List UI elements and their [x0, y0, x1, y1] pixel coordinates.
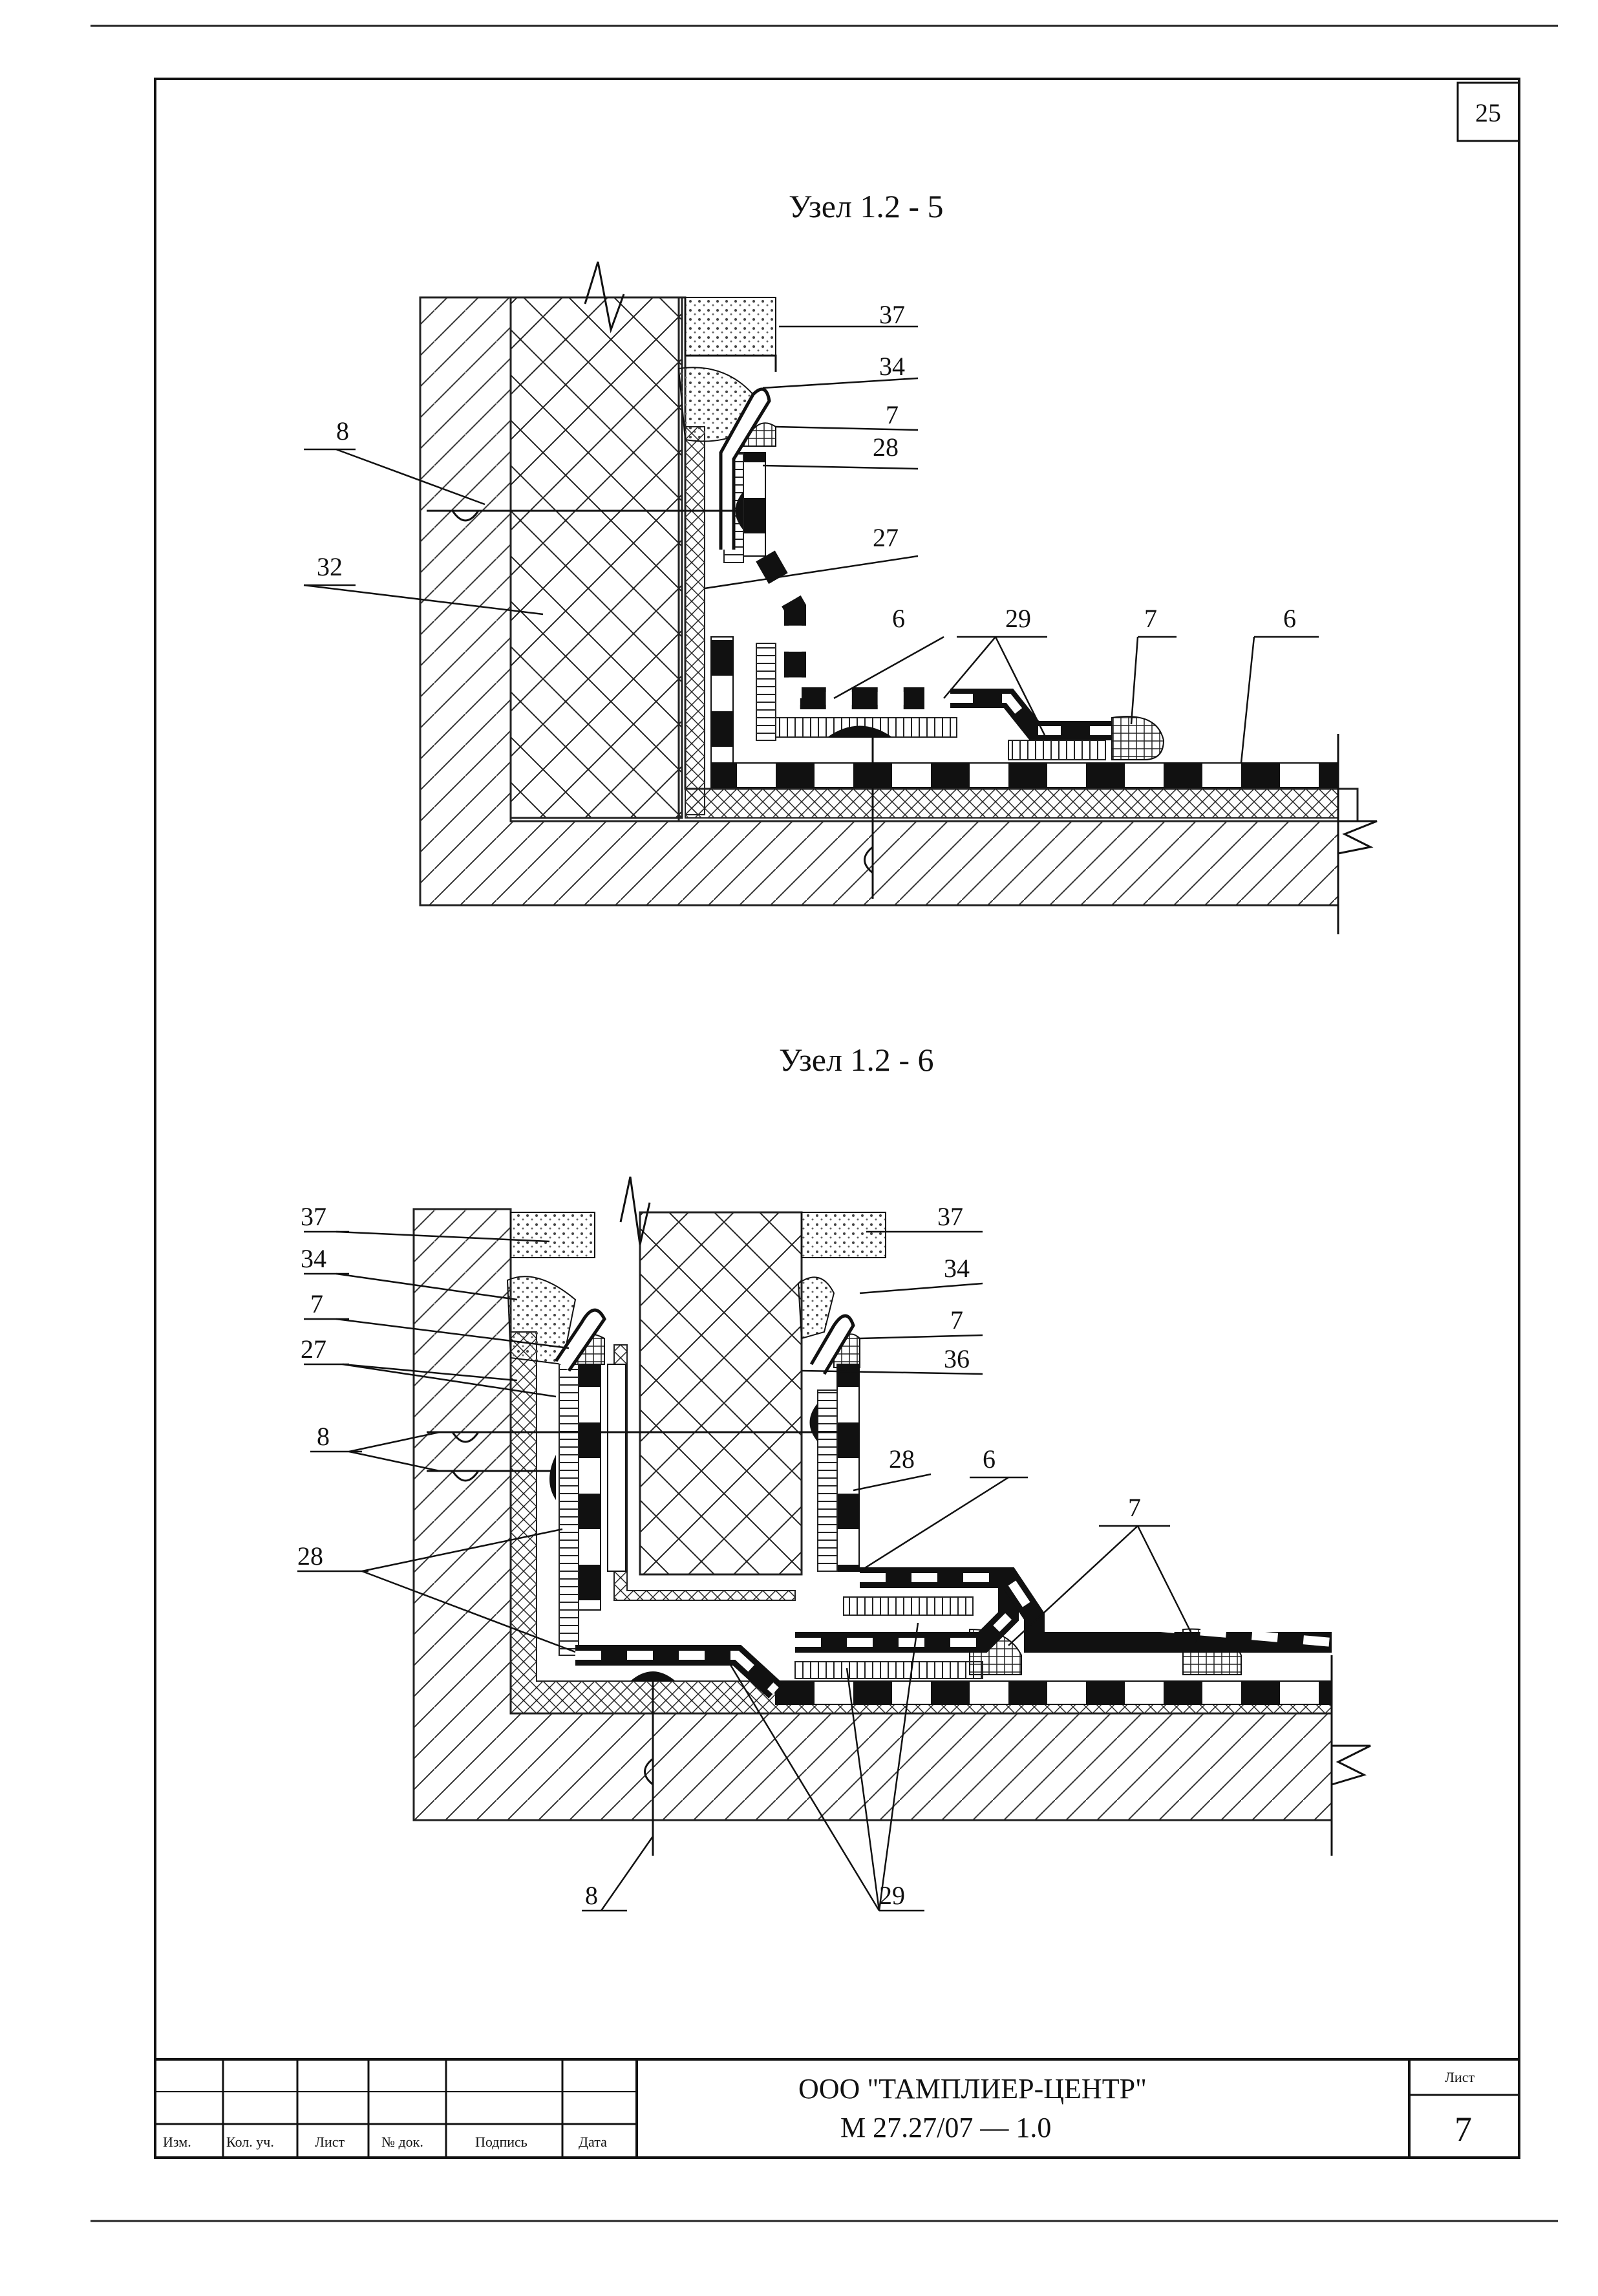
- callout-a-27: 27: [873, 523, 899, 552]
- callout-b-7-left: 7: [310, 1289, 323, 1318]
- sheet-number: 25: [1475, 98, 1501, 127]
- sheet-label: Лист: [1445, 2069, 1475, 2085]
- document-code: М 27.27/07 — 1.0: [840, 2112, 1052, 2143]
- callout-b-36: 36: [944, 1344, 970, 1373]
- callout-b-37-right: 37: [937, 1202, 963, 1231]
- col-signature: Подпись: [475, 2134, 527, 2150]
- callout-b-28-left: 28: [297, 1541, 323, 1571]
- callout-b-34-right: 34: [944, 1254, 970, 1283]
- insulation-block-a: [509, 296, 683, 819]
- callout-b-6: 6: [983, 1444, 996, 1474]
- callout-b-8-bottom: 8: [585, 1881, 598, 1910]
- callout-b-28-right: 28: [889, 1444, 915, 1474]
- col-doc-no: № док.: [381, 2134, 423, 2150]
- callout-b-37-left: 37: [301, 1202, 326, 1231]
- callout-a-37: 37: [879, 300, 905, 329]
- insulation-block-b: [639, 1211, 803, 1576]
- membrane-6-floor-b: [775, 1680, 1332, 1705]
- node-a-title: Узел 1.2 - 5: [789, 188, 944, 224]
- col-date: Дата: [579, 2134, 607, 2150]
- company-name: ООО "ТАМПЛИЕР-ЦЕНТР": [798, 2073, 1147, 2105]
- callout-a-8: 8: [336, 416, 349, 445]
- col-izm: Изм.: [163, 2134, 191, 2150]
- callout-a-6: 6: [892, 604, 905, 633]
- drawing-frame: [154, 78, 1520, 2159]
- sealant-7-a: [1111, 716, 1165, 760]
- col-kol-uch: Кол. уч.: [226, 2134, 274, 2150]
- cap-37-b-right: [801, 1212, 886, 1258]
- callout-a-34: 34: [879, 352, 905, 381]
- col-list: Лист: [315, 2134, 345, 2150]
- cap-37-a: [685, 297, 776, 356]
- callout-b-7-right: 7: [950, 1305, 963, 1335]
- node-a-drawing: 37 34 7 28 8 32 27 6 29 7 6: [303, 261, 1378, 934]
- callout-a-7: 7: [886, 400, 899, 429]
- title-block: [154, 2058, 1520, 2159]
- callout-a-7b: 7: [1144, 604, 1157, 633]
- callout-b-27: 27: [301, 1335, 326, 1364]
- callout-a-28: 28: [873, 433, 899, 462]
- sheet-number-box: [1456, 81, 1520, 142]
- membrane-6-floor-a: [710, 762, 1339, 788]
- callout-b-8-left: 8: [317, 1422, 330, 1451]
- callout-a-6b: 6: [1283, 604, 1296, 633]
- node-b-title: Узел 1.2 - 6: [779, 1042, 934, 1078]
- node-b-drawing: 37 34 7 27 8 28 37 34 7 36 28 6 7 8 29: [297, 1176, 1371, 1912]
- callout-b-29: 29: [879, 1881, 905, 1910]
- sheet-value: 7: [1454, 2110, 1472, 2149]
- callout-a-32: 32: [317, 552, 343, 581]
- cap-37-b-left: [510, 1212, 595, 1258]
- callout-b-7-floor: 7: [1128, 1493, 1141, 1522]
- seal-34-b-right: [797, 1276, 835, 1340]
- callout-a-29: 29: [1005, 604, 1031, 633]
- callout-b-34-left: 34: [301, 1244, 326, 1273]
